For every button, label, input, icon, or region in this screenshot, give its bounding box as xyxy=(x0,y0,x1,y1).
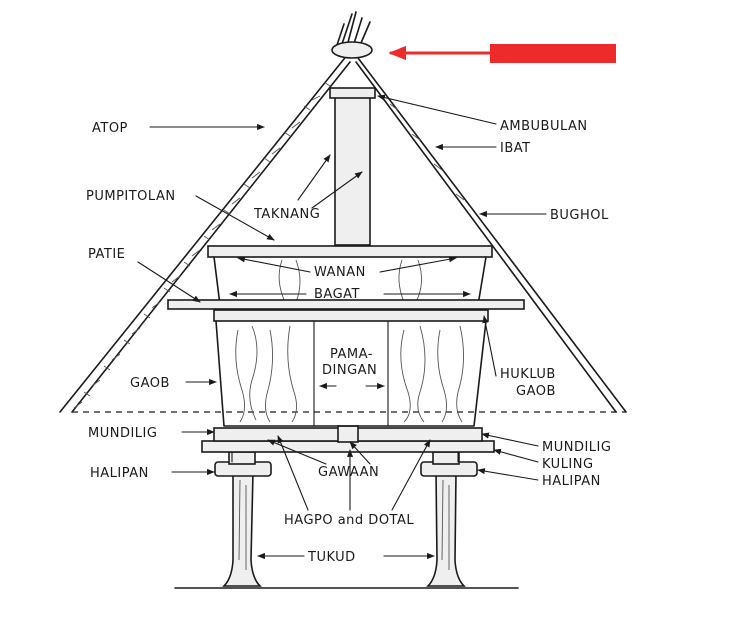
post-left xyxy=(222,471,262,587)
label-gaob-left: GAOB xyxy=(130,376,170,391)
ridge-tuft xyxy=(331,11,373,59)
label-halipan-right: HALIPAN xyxy=(542,474,601,489)
post-grain xyxy=(238,479,450,570)
label-taknang: TAKNANG xyxy=(253,207,320,222)
left-callouts xyxy=(137,123,275,476)
label-ambubulan: AMBUBULAN xyxy=(500,119,588,134)
redaction-box xyxy=(490,44,616,63)
hagpo-dotal-braces xyxy=(231,451,459,463)
post-cap-right xyxy=(432,451,460,465)
upper-beam xyxy=(207,245,493,258)
taknang-post xyxy=(334,94,371,246)
gaob-wall-grain xyxy=(235,325,465,423)
label-bughol: BUGHOL xyxy=(550,208,609,223)
upper-chamber-grain xyxy=(278,259,422,303)
label-ibat: IBAT xyxy=(500,141,531,156)
label-hagpo-dotal: HAGPO and DOTAL xyxy=(284,513,414,528)
internal-arrows xyxy=(229,154,471,560)
label-atop: ATOP xyxy=(92,121,128,136)
ambubulan-block xyxy=(329,87,376,99)
label-pamadingan-1: PAMA- xyxy=(330,347,373,362)
label-mundilig-right: MUNDILIG xyxy=(542,440,611,455)
label-wanan: WANAN xyxy=(314,265,366,280)
post-right xyxy=(426,471,466,587)
huklub-beam xyxy=(213,309,489,322)
label-mundilig-left: MUNDILIG xyxy=(88,426,157,441)
label-bagat: BAGAT xyxy=(314,287,360,302)
label-huklub: HUKLUB xyxy=(500,367,556,382)
patie-beam xyxy=(167,299,525,310)
label-kulung: KULING xyxy=(542,457,594,472)
label-gaob-right: GAOB xyxy=(516,384,556,399)
label-gawaan: GAWAAN xyxy=(318,465,379,480)
label-tukud: TUKUD xyxy=(307,550,356,565)
label-halipan-left: HALIPAN xyxy=(90,466,149,481)
roof-thatch xyxy=(59,53,627,413)
center-block xyxy=(337,425,359,443)
right-callouts xyxy=(377,94,547,481)
label-pamadingan-2: DINGAN xyxy=(322,363,377,378)
gaob-chamber xyxy=(215,320,487,427)
label-patie: PATIE xyxy=(88,247,125,262)
post-cap-left xyxy=(228,451,256,465)
label-pumpitolan: PUMPITOLAN xyxy=(86,189,176,204)
